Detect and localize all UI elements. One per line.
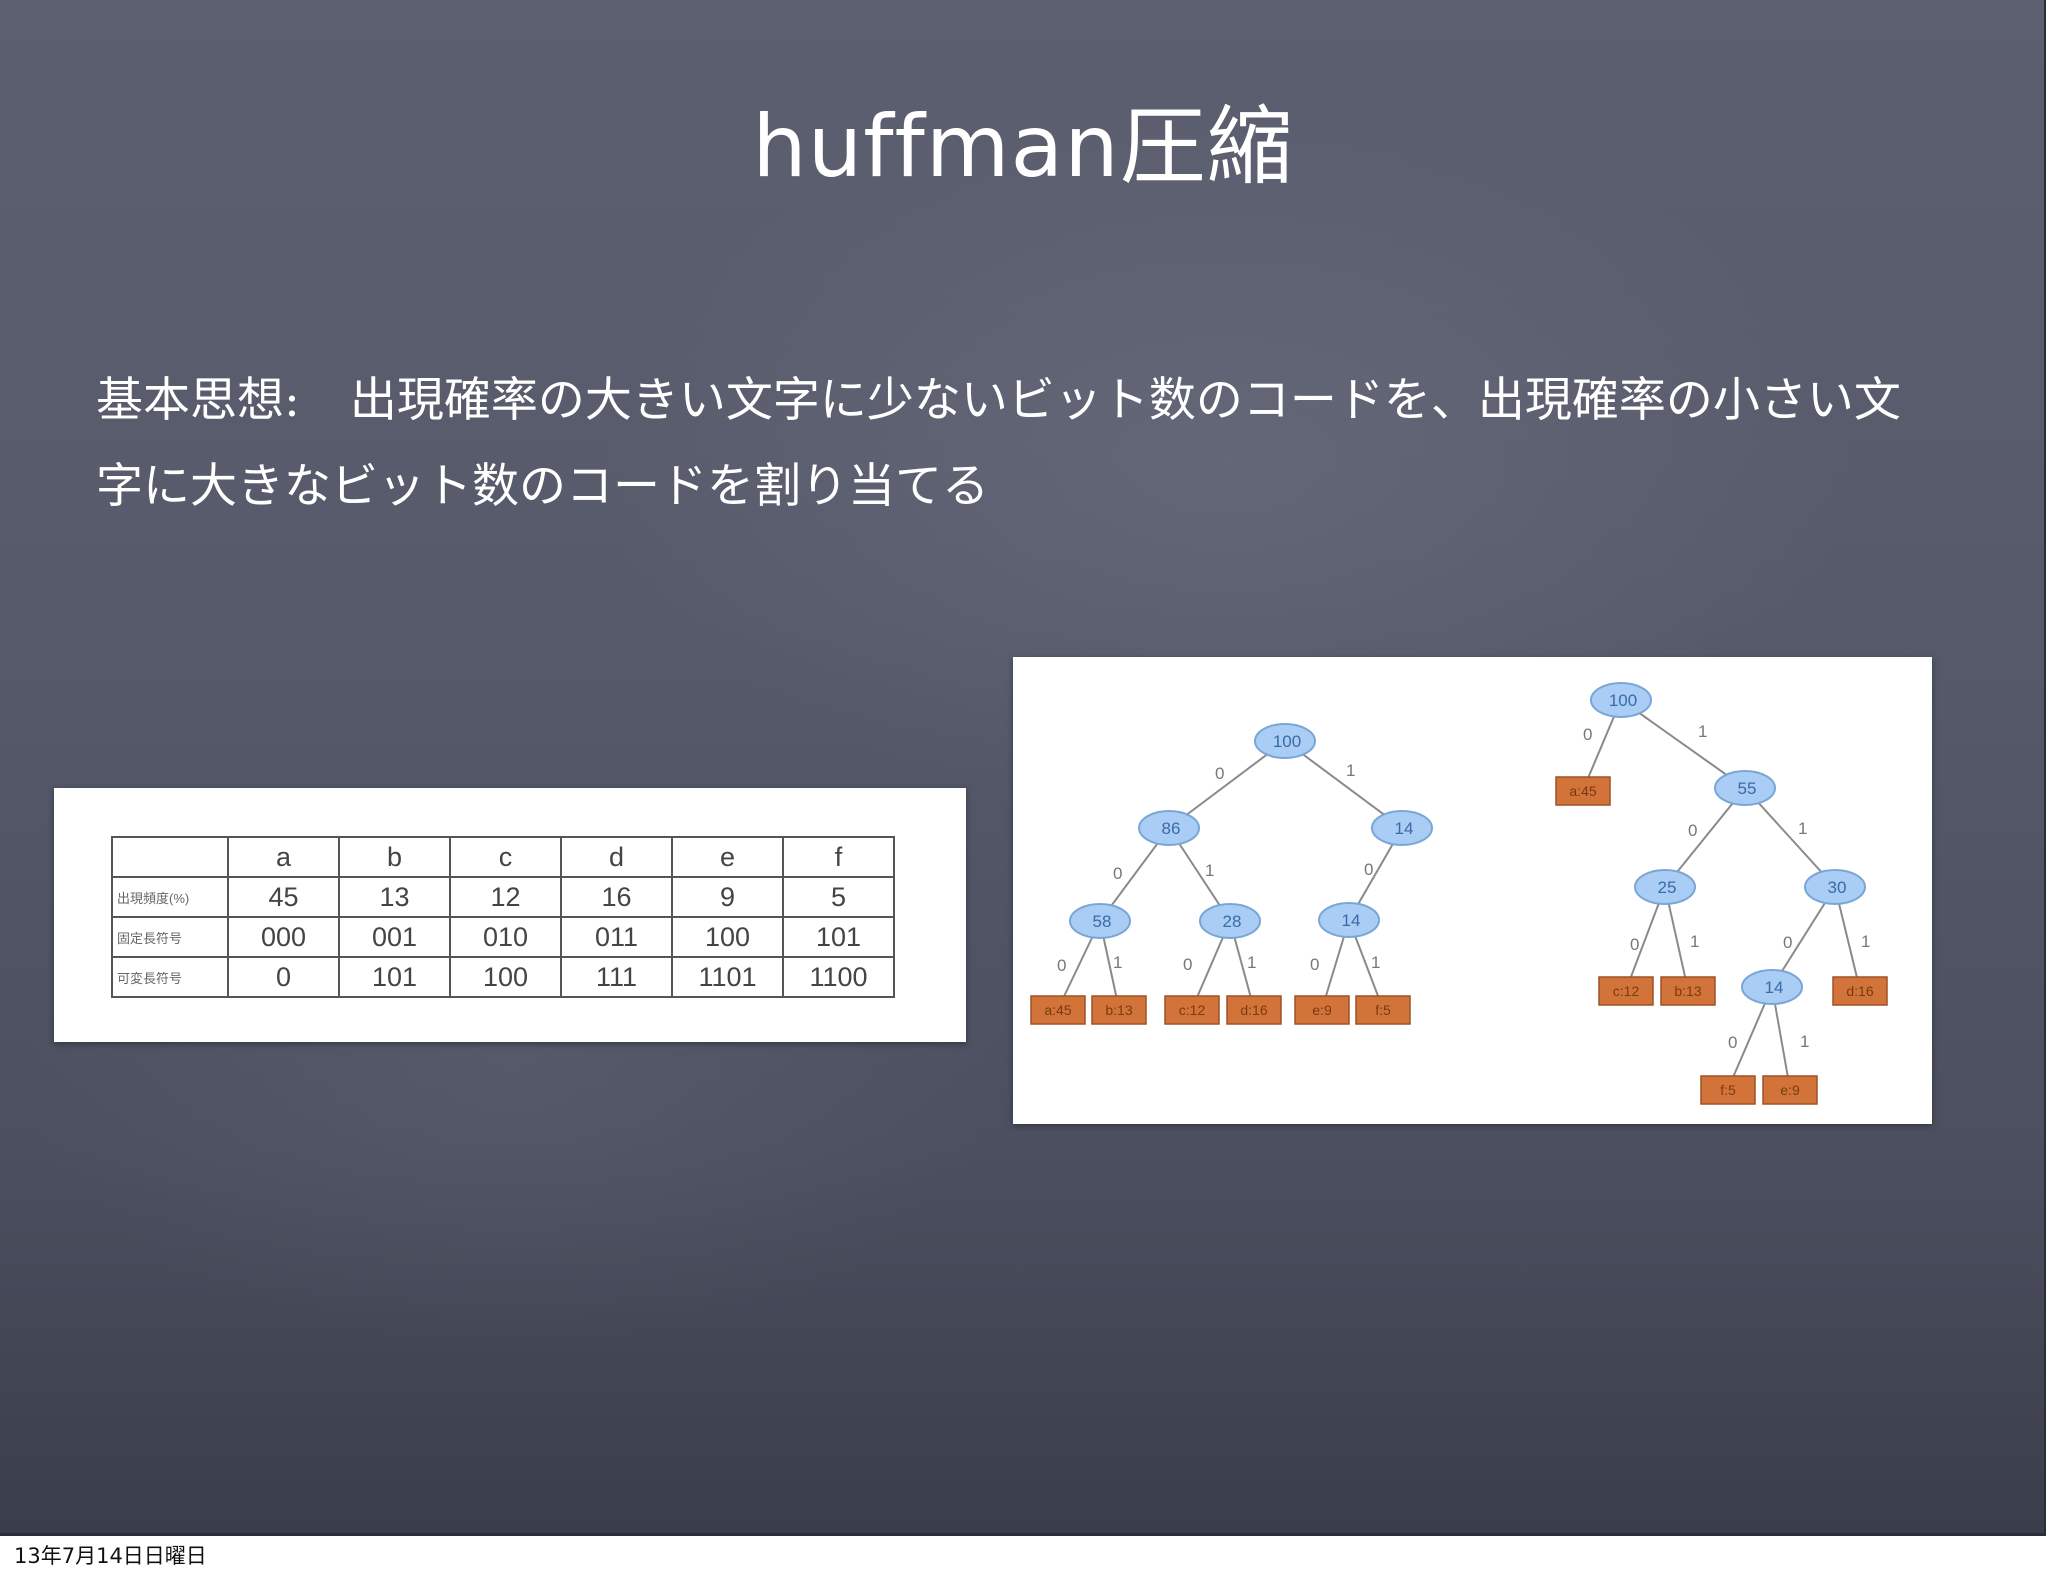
tree-leaf: a:45 [1569, 783, 1596, 799]
table-header-cell: b [338, 836, 451, 878]
tree-node: 100 [1273, 732, 1301, 751]
internal-nodes [1069, 682, 1866, 1005]
table-cell: 1101 [671, 956, 784, 998]
leaf-nodes [1030, 776, 1888, 1105]
svg-text:1: 1 [1371, 953, 1380, 972]
table-cell: 011 [560, 916, 673, 958]
footer-date: 13年7月14日日曜日 [14, 1544, 207, 1568]
slide-title: huffman圧縮 [752, 97, 1294, 197]
table-header-cell: e [671, 836, 784, 878]
slide-body: 基本思想: 出現確率の大きい文字に少ないビット数のコードを、出現確率の小さい文 字… [96, 358, 1976, 530]
tree-node: 14 [1765, 978, 1784, 997]
table-cell: 100 [449, 956, 562, 998]
tree-node: 14 [1342, 911, 1361, 930]
body-line-2: 字に大きなビット数のコードを割り当てる [96, 459, 989, 514]
svg-text:1: 1 [1346, 761, 1355, 780]
svg-text:0: 0 [1583, 725, 1592, 744]
row-label: 固定長符号 [111, 916, 229, 958]
internal-node-labels: 100 86 14 58 28 14 100 55 25 30 14 [1093, 691, 1847, 997]
tree-node: 58 [1093, 912, 1112, 931]
tree-leaf: f:5 [1720, 1082, 1736, 1098]
tree-node: 14 [1395, 819, 1414, 838]
svg-text:1: 1 [1861, 932, 1870, 951]
table-cell: 12 [449, 876, 562, 918]
code-table-image: a b c d e f 出現頻度(%) 45 13 12 16 9 5 固定長符… [54, 788, 966, 1042]
row-label: 可変長符号 [111, 956, 229, 998]
svg-text:1: 1 [1798, 819, 1807, 838]
svg-text:0: 0 [1113, 864, 1122, 883]
svg-text:1: 1 [1698, 722, 1707, 741]
svg-text:0: 0 [1630, 935, 1639, 954]
svg-text:0: 0 [1364, 860, 1373, 879]
table-cell: 9 [671, 876, 784, 918]
svg-text:1: 1 [1247, 953, 1256, 972]
svg-text:1: 1 [1800, 1032, 1809, 1051]
row-label: 出現頻度(%) [111, 876, 229, 918]
huffman-trees-image: 0 1 0 1 0 0 1 0 1 0 1 0 1 0 1 0 1 0 1 0 [1013, 657, 1932, 1124]
svg-text:1: 1 [1113, 953, 1122, 972]
tree-leaf: b:13 [1105, 1002, 1132, 1018]
tree-leaf: b:13 [1674, 983, 1701, 999]
tree-node: 100 [1609, 691, 1637, 710]
table-cell: 010 [449, 916, 562, 958]
table-cell: 1100 [782, 956, 895, 998]
tree-leaf: f:5 [1375, 1002, 1391, 1018]
tree-node: 30 [1828, 878, 1847, 897]
table-row: 可変長符号 0 101 100 111 1101 1100 [111, 956, 895, 998]
table-cell: 101 [338, 956, 451, 998]
svg-text:1: 1 [1205, 861, 1214, 880]
table-cell: 100 [671, 916, 784, 958]
table-cell: 101 [782, 916, 895, 958]
svg-text:0: 0 [1183, 955, 1192, 974]
svg-text:0: 0 [1057, 956, 1066, 975]
svg-text:1: 1 [1690, 932, 1699, 951]
svg-text:0: 0 [1728, 1033, 1737, 1052]
tree-leaf: a:45 [1044, 1002, 1071, 1018]
table-cell: 45 [227, 876, 340, 918]
table-cell: 5 [782, 876, 895, 918]
body-text-1: 出現確率の大きい文字に少ないビット数のコードを、出現確率の小さい文 [349, 373, 1901, 428]
leaf-labels: a:45 b:13 c:12 d:16 e:9 f:5 a:45 c:12 b:… [1044, 783, 1873, 1098]
table-header-cell: d [560, 836, 673, 878]
table-row: 固定長符号 000 001 010 011 100 101 [111, 916, 895, 958]
svg-text:0: 0 [1783, 933, 1792, 952]
svg-text:0: 0 [1688, 821, 1697, 840]
svg-text:0: 0 [1310, 955, 1319, 974]
tree-leaf: e:9 [1312, 1002, 1332, 1018]
table-cell: 16 [560, 876, 673, 918]
tree-leaf: d:16 [1240, 1002, 1267, 1018]
table-header-cell: c [449, 836, 562, 878]
table-corner-cell [111, 836, 229, 878]
tree-leaf: c:12 [1613, 983, 1640, 999]
tree-edges [1057, 699, 1861, 1090]
edge-labels: 0 1 0 1 0 0 1 0 1 0 1 0 1 0 1 0 1 0 1 0 [1057, 722, 1870, 1052]
svg-text:0: 0 [1215, 764, 1224, 783]
tree-node: 55 [1738, 779, 1757, 798]
table-cell: 13 [338, 876, 451, 918]
tree-node: 28 [1223, 912, 1242, 931]
table-header-cell: f [782, 836, 895, 878]
table-cell: 111 [560, 956, 673, 998]
table-header-row: a b c d e f [111, 836, 895, 878]
slide: huffman圧縮 基本思想: 出現確率の大きい文字に少ないビット数のコードを、出… [0, 0, 2046, 1536]
table-row: 出現頻度(%) 45 13 12 16 9 5 [111, 876, 895, 918]
tree-node: 86 [1162, 819, 1181, 838]
tree-node: 25 [1658, 878, 1677, 897]
code-table: a b c d e f 出現頻度(%) 45 13 12 16 9 5 固定長符… [111, 836, 895, 998]
table-cell: 0 [227, 956, 340, 998]
table-cell: 000 [227, 916, 340, 958]
table-header-cell: a [227, 836, 340, 878]
tree-leaf: c:12 [1179, 1002, 1206, 1018]
body-label: 基本思想: [96, 373, 300, 428]
tree-leaf: d:16 [1846, 983, 1873, 999]
table-cell: 001 [338, 916, 451, 958]
body-line-1: 基本思想: 出現確率の大きい文字に少ないビット数のコードを、出現確率の小さい文 [96, 358, 1976, 444]
tree-leaf: e:9 [1780, 1082, 1800, 1098]
